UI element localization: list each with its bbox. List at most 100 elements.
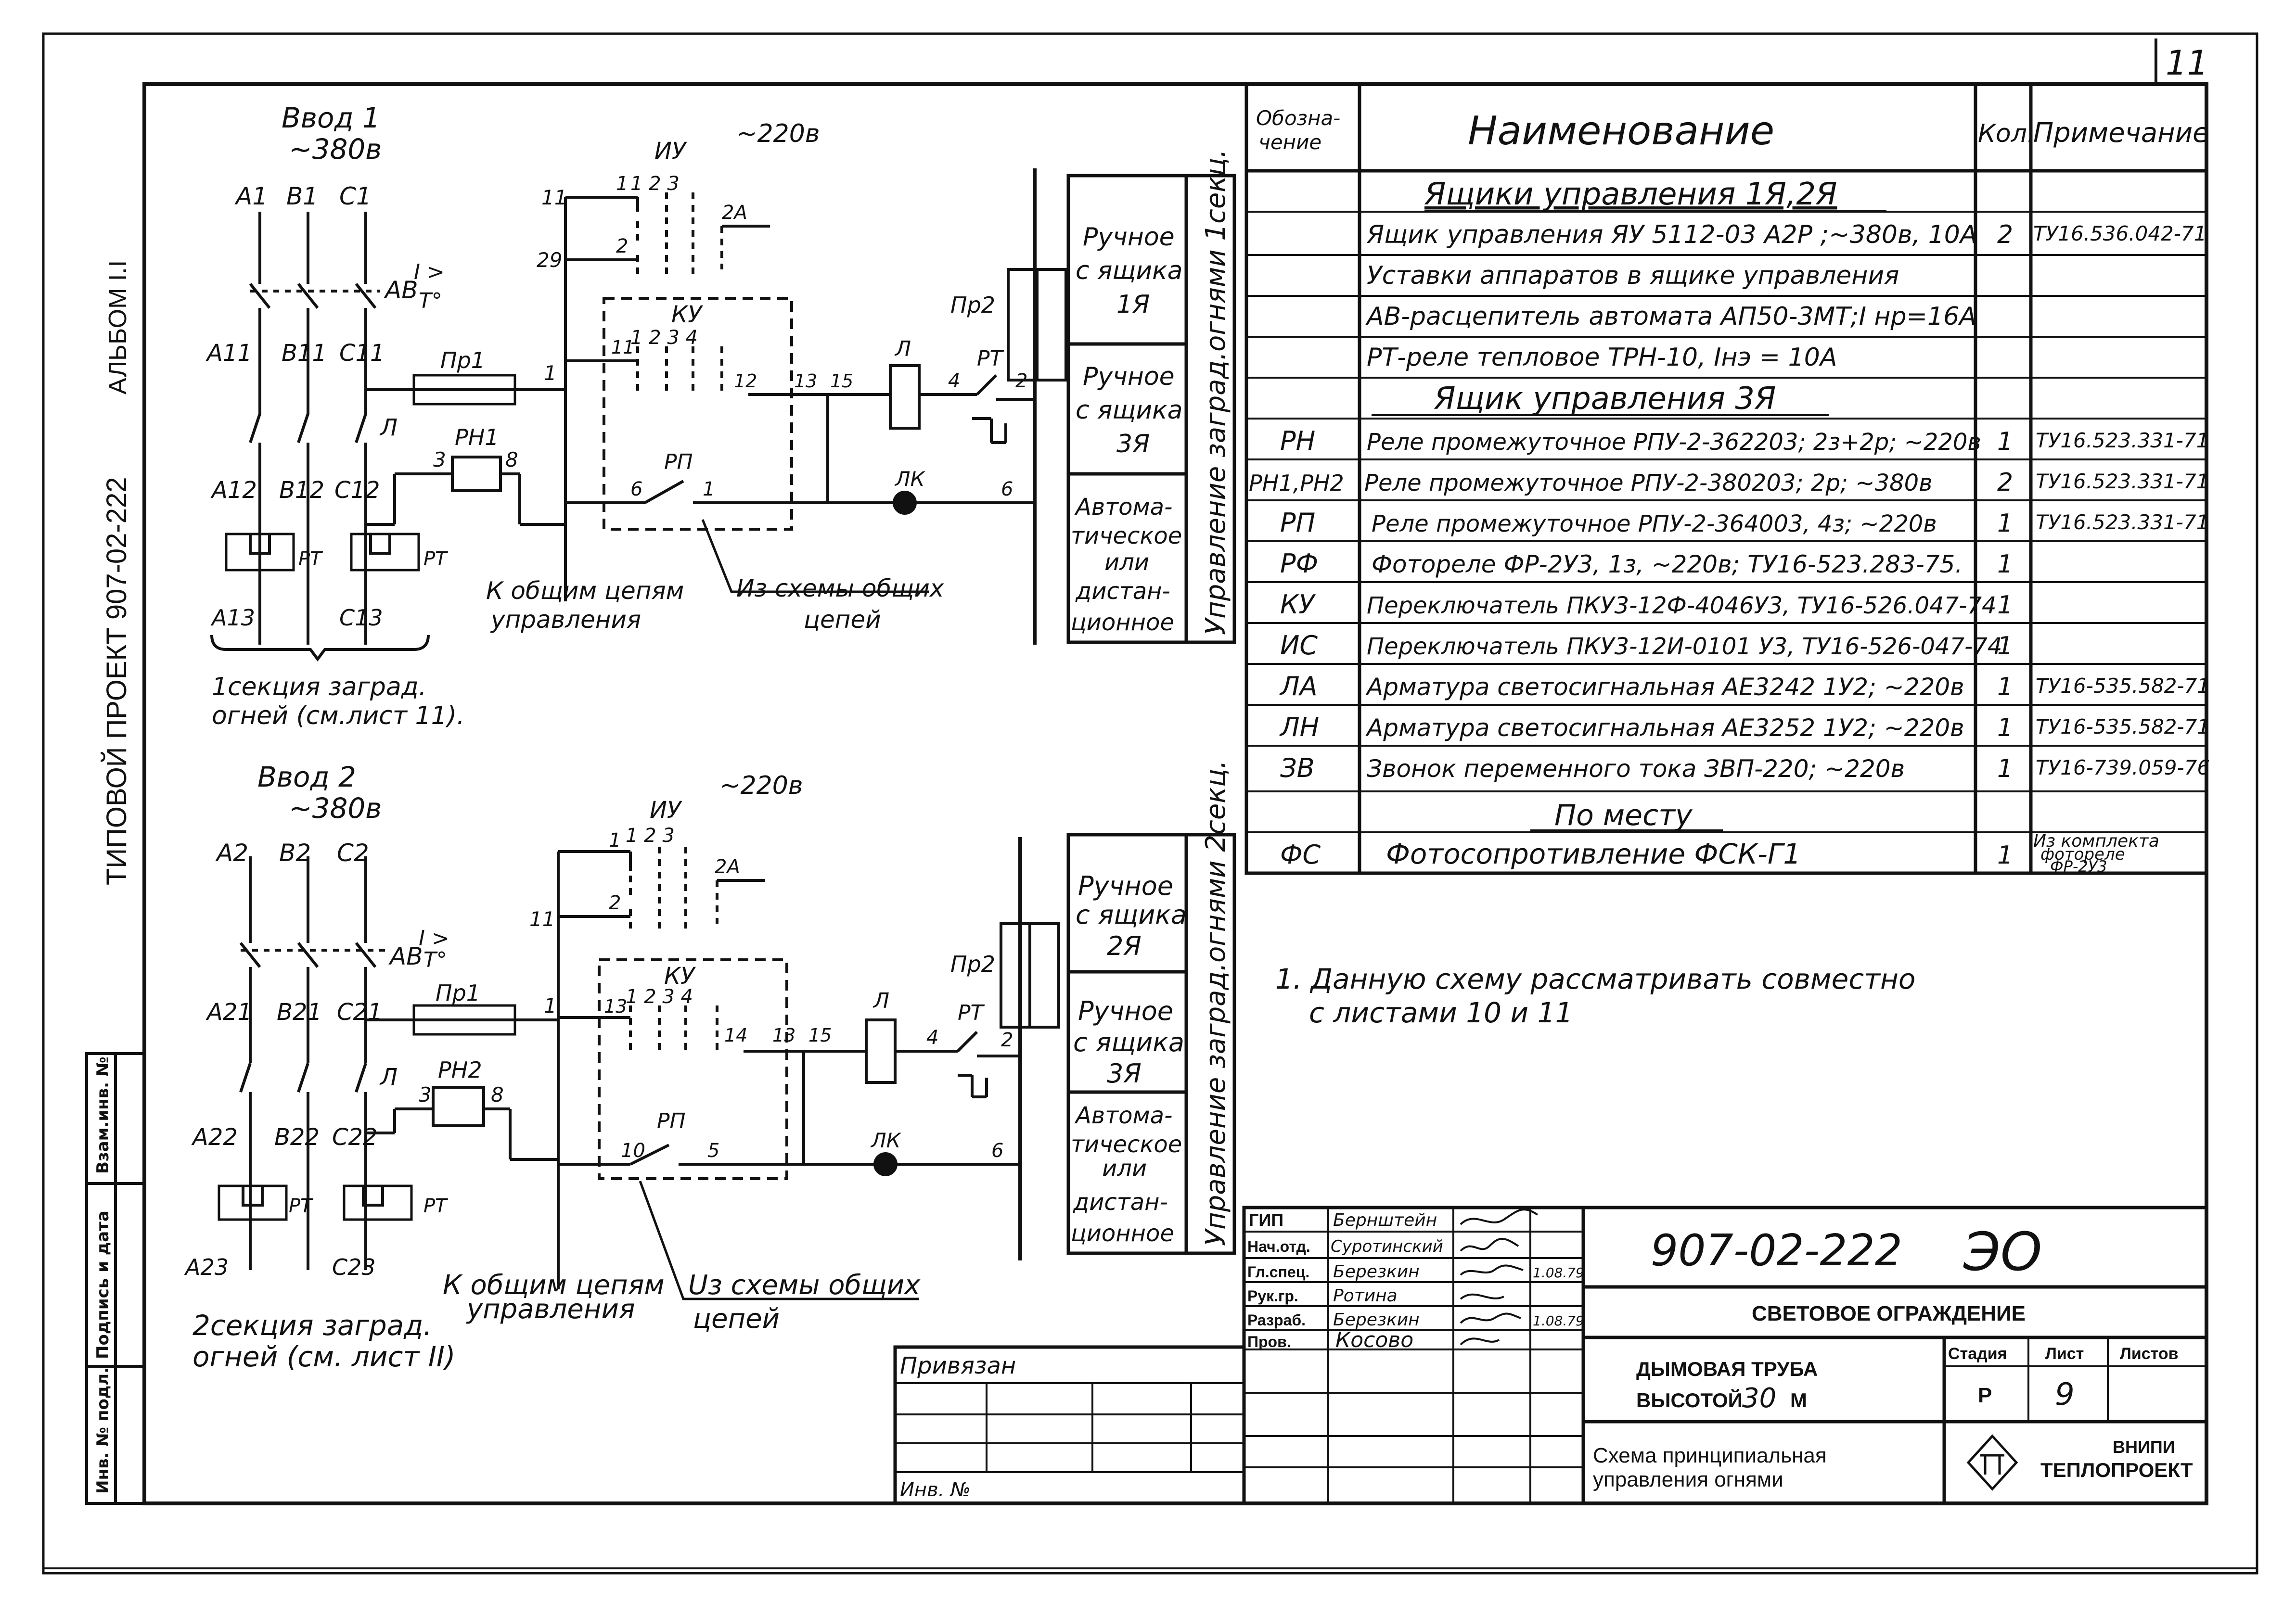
outer-frame bbox=[42, 32, 2258, 1575]
note-line-1: 1. Данную схему рассматривать совместно bbox=[1275, 963, 1915, 995]
c1-b11: B11 bbox=[282, 340, 327, 367]
c2-lamp-phase: Л bbox=[379, 1064, 398, 1091]
c2-fuse: Пр1 bbox=[436, 980, 480, 1006]
row-b6-qty: 1 bbox=[1997, 632, 2013, 661]
c1-n15: 15 bbox=[830, 370, 853, 392]
row-b1-note: ТУ16.523.331-71 bbox=[2036, 429, 2209, 452]
c2-section: 2секция заград. bbox=[192, 1309, 432, 1342]
row-b5-code: КУ bbox=[1280, 589, 1316, 620]
tb-stage: Р bbox=[1978, 1384, 1992, 1407]
row-b7-code: ЛА bbox=[1279, 671, 1318, 701]
c1-to-common2: управления bbox=[490, 606, 641, 634]
tb-name-1: Суротинский bbox=[1331, 1237, 1443, 1256]
row-b7-note: ТУ16-535.582-71 bbox=[2036, 674, 2210, 698]
row-b3-name: Реле промежуточное РПУ-2-364003, 4з; ~22… bbox=[1372, 510, 1937, 537]
c1-lamp-phase: Л bbox=[379, 414, 398, 441]
c2-rt-c: РТ bbox=[423, 1195, 449, 1217]
c1-n6: 6 bbox=[630, 478, 642, 500]
tb-role-1: Нач.отд. bbox=[1247, 1238, 1310, 1255]
row-b3-note: ТУ16.523.331-71 bbox=[2036, 510, 2209, 534]
c2-n5: 5 bbox=[707, 1140, 719, 1162]
tb-name-5: Косово bbox=[1335, 1328, 1413, 1352]
tb-inv: Инв. № bbox=[900, 1479, 971, 1501]
c1-node3: 3 bbox=[433, 448, 446, 471]
c2-voltage: ~380в bbox=[289, 792, 382, 825]
c2-n14: 14 bbox=[724, 1025, 747, 1046]
circuit-1 bbox=[210, 168, 1067, 662]
c2-relay: РН2 bbox=[438, 1057, 482, 1083]
c2-mode-table bbox=[1066, 833, 1236, 1255]
row-b2-note: ТУ16.523.331-71 bbox=[2036, 470, 2209, 493]
c2-ku: КУ bbox=[664, 963, 696, 990]
c2-breaker-t: T° bbox=[423, 948, 447, 972]
c1-rp: РП bbox=[664, 450, 693, 474]
c1-fuse: Пр1 bbox=[440, 347, 485, 373]
row-b3-qty: 1 bbox=[1997, 509, 2013, 538]
tb-role-4: Разраб. bbox=[1247, 1311, 1306, 1329]
spec-table bbox=[1244, 82, 2208, 875]
c1-n4: 4 bbox=[948, 370, 960, 392]
note-line-2: с листами 10 и 11 bbox=[1309, 996, 1573, 1029]
tb-subject: СВЕТОВОЕ ОГРАЖДЕНИЕ bbox=[1752, 1302, 2026, 1325]
c1-n11b: 11 bbox=[611, 337, 634, 358]
c1-mode3-l2: тическое bbox=[1071, 522, 1182, 549]
row-b7-qty: 1 bbox=[1997, 673, 2013, 701]
row-b9-qty: 1 bbox=[1997, 754, 2013, 783]
c1-to-common: К общим цепям bbox=[486, 577, 684, 605]
c1-from-common2: цепей bbox=[804, 606, 881, 634]
row-a4-name: РТ-реле тепловое ТРН-10, Iнэ = 10А bbox=[1367, 343, 1837, 372]
c1-c13: C13 bbox=[339, 605, 383, 631]
c1-phase-c: C1 bbox=[339, 182, 372, 210]
c2-c23: C23 bbox=[332, 1254, 376, 1280]
c2-vertical-label: Управление заград.огнями 2секц. bbox=[1200, 760, 1231, 1246]
c1-fuse2: Пр2 bbox=[950, 292, 995, 318]
c1-mode1-l3: 1Я bbox=[1116, 290, 1150, 319]
section-3-title: По месту bbox=[1554, 799, 1693, 832]
tb-role-0: ГИП bbox=[1249, 1210, 1283, 1230]
left-stamp bbox=[85, 1052, 146, 1505]
album-label: АЛЬБОМ I.I bbox=[104, 260, 132, 394]
c2-mode1-l2: с ящика bbox=[1076, 900, 1187, 930]
row-b4-qty: 1 bbox=[1997, 550, 2013, 579]
c1-n13: 13 bbox=[794, 370, 817, 392]
c2-breaker-i: I > bbox=[419, 926, 449, 951]
c2-mode3-l1: Автома- bbox=[1074, 1102, 1172, 1129]
c2-mode1-l1: Ручное bbox=[1078, 871, 1173, 901]
c2-iu-contacts: 1 2 3 bbox=[626, 825, 675, 847]
tb-object1: ДЫМОВАЯ ТРУБА bbox=[1636, 1358, 1818, 1380]
c1-iu: ИУ bbox=[654, 138, 687, 165]
row-b2-code: РН1,РН2 bbox=[1249, 470, 1344, 496]
row-b5-qty: 1 bbox=[1997, 591, 2013, 620]
tb-name-4: Березкин bbox=[1333, 1310, 1420, 1330]
c2-n2a: 2А bbox=[715, 856, 740, 878]
c1-ku: КУ bbox=[671, 301, 703, 328]
row-c1-note2: фотореле bbox=[2040, 845, 2125, 864]
c1-mode1-l1: Ручное bbox=[1083, 223, 1175, 252]
title-block-frame bbox=[893, 1206, 2208, 1505]
tb-sheets-label: Листов bbox=[2120, 1345, 2179, 1363]
c1-from-common: Из схемы общих bbox=[736, 574, 944, 602]
tb-name-3: Ротина bbox=[1333, 1286, 1398, 1306]
c2-a22: A22 bbox=[191, 1124, 238, 1151]
row-b6-name: Переключатель ПКУ3-12И-0101 У3, ТУ16-526… bbox=[1367, 633, 2002, 660]
row-b8-qty: 1 bbox=[1997, 713, 2013, 742]
tb-role-3: Рук.гр. bbox=[1247, 1287, 1298, 1305]
c2-iu: ИУ bbox=[650, 797, 682, 824]
c2-ctrl-voltage: ~220в bbox=[719, 771, 803, 800]
c2-lamp: Л bbox=[872, 989, 889, 1013]
row-a1-name: Ящик управления ЯУ 5112-03 А2Р ;~380в, 1… bbox=[1366, 220, 1977, 249]
circuit-2 bbox=[218, 837, 1060, 1289]
th-code-2: чение bbox=[1258, 130, 1321, 154]
section-1-title: Ящики управления 1Я,2Я bbox=[1424, 177, 1837, 212]
c1-mode1-l2: с ящика bbox=[1076, 256, 1182, 285]
c1-ctrl-voltage: ~220в bbox=[736, 119, 820, 148]
th-qty: Кол. bbox=[1978, 119, 2035, 148]
tb-code: 907-02-222 bbox=[1651, 1225, 1902, 1276]
tb-org1: ВНИПИ bbox=[2113, 1437, 2175, 1457]
tb-drawing1: Схема принципиальная bbox=[1593, 1444, 1827, 1467]
c1-section2: огней (см.лист 11). bbox=[212, 701, 465, 730]
row-b6-code: ИС bbox=[1280, 630, 1318, 661]
c2-n2b: 2 bbox=[1001, 1029, 1013, 1051]
c2-n6: 6 bbox=[991, 1140, 1003, 1162]
